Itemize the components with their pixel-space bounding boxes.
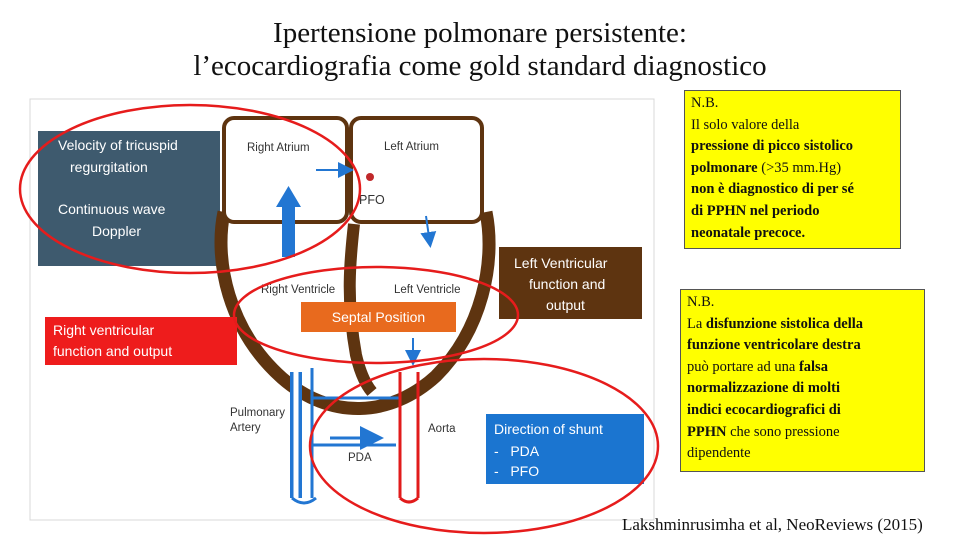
lv-function-box: Left Ventricular function and output bbox=[499, 247, 642, 319]
shunt-direction-box: Direction of shunt - PDA - PFO bbox=[486, 414, 644, 484]
svg-text:Left Ventricular: Left Ventricular bbox=[514, 255, 608, 271]
right-ventricle-label: Right Ventricle bbox=[261, 284, 335, 296]
svg-text:Direction of shunt: Direction of shunt bbox=[494, 421, 603, 437]
svg-text:Doppler: Doppler bbox=[92, 223, 141, 239]
tricuspid-jet-arrow bbox=[276, 186, 301, 257]
highlight-ellipse-tricuspid bbox=[18, 103, 362, 275]
highlight-ellipse-shunt bbox=[308, 357, 660, 535]
note-rv-dysfunction: N.B. La disfunzione sistolica della funz… bbox=[680, 289, 925, 472]
septal-position-box: Septal Position bbox=[301, 302, 456, 332]
pulmonary-artery-label-1: Pulmonary bbox=[230, 407, 285, 419]
svg-text:Continuous wave: Continuous wave bbox=[58, 201, 166, 217]
pulmonary-artery-label-2: Artery bbox=[230, 422, 261, 434]
heart-outline bbox=[214, 116, 496, 415]
note-pulmonary-pressure: N.B. Il solo valore della pressione di p… bbox=[684, 90, 901, 249]
pfo-label: PFO bbox=[359, 193, 385, 207]
tricuspid-velocity-box: Velocity of tricuspid regurgitation Cont… bbox=[38, 131, 220, 266]
right-atrium-label: Right Atrium bbox=[247, 142, 310, 154]
pfo-dot bbox=[366, 173, 374, 181]
svg-text:Velocity of tricuspid: Velocity of tricuspid bbox=[58, 137, 178, 153]
svg-text:Septal Position: Septal Position bbox=[332, 309, 425, 325]
svg-text:output: output bbox=[546, 297, 585, 313]
svg-text:function and: function and bbox=[529, 276, 605, 292]
slide-title-line-1: Ipertensione polmonare persistente: bbox=[273, 17, 687, 49]
svg-text:- PFO: - PFO bbox=[494, 463, 539, 479]
aorta-label: Aorta bbox=[428, 423, 456, 435]
highlight-ellipse-septum bbox=[232, 265, 520, 365]
svg-text:regurgitation: regurgitation bbox=[70, 159, 148, 175]
mitral-flow-arrow bbox=[420, 215, 437, 248]
citation: Lakshminrusimha et al, NeoReviews (2015) bbox=[622, 515, 923, 534]
svg-text:Right ventricular: Right ventricular bbox=[53, 322, 154, 338]
left-atrium-label: Left Atrium bbox=[384, 141, 439, 153]
aorta-vessel bbox=[398, 372, 420, 504]
left-ventricle-label: Left Ventricle bbox=[394, 284, 460, 296]
rv-function-box: Right ventricular function and output bbox=[45, 317, 237, 365]
slide-title-line-2: l’ecocardiografia come gold standard dia… bbox=[193, 50, 767, 82]
svg-text:- PDA: - PDA bbox=[494, 443, 540, 459]
pda-label: PDA bbox=[348, 452, 372, 464]
svg-text:function and output: function and output bbox=[53, 343, 172, 359]
